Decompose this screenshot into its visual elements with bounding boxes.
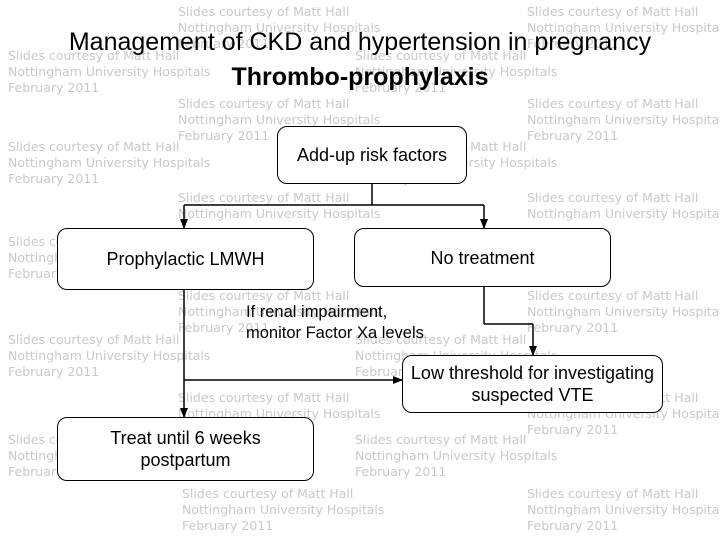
box-label: Low threshold for investigating suspecte… [410, 363, 655, 405]
watermark-line: Nottingham University Hospitals [8, 348, 211, 363]
box-no-treatment: No treatment [354, 228, 611, 287]
renal-impairment-note: If renal impairment, monitor Factor Xa l… [246, 302, 424, 344]
watermark-line: February 2011 [527, 518, 619, 533]
box-label: Treat until 6 weeks postpartum [110, 428, 261, 470]
watermark-line: Nottingham University Hospitals [8, 155, 211, 170]
watermark-line: February 2011 [355, 80, 447, 95]
watermark-line: February 2011 [178, 320, 270, 335]
watermark-line: Slides courtesy of Matt Hall [182, 486, 354, 501]
watermark-line: Nottingham University Hospitals [527, 304, 720, 319]
watermark-line: February 2011 [527, 128, 619, 143]
watermark-line: February 2011 [178, 36, 270, 51]
watermark-line: Nottingham University Hospitals [182, 502, 385, 517]
watermark-line: Slides courtesy of Matt Hall [8, 332, 180, 347]
watermark-line: Nottingham University Hospitals [527, 502, 720, 517]
watermark-line: February 2011 [527, 320, 619, 335]
watermark-line: Nottingham University Hospitals [178, 304, 381, 319]
watermark-line: Slides courtesy of Matt Hall [178, 288, 350, 303]
watermark-line: Nottingham University Hospitals [527, 112, 720, 127]
watermark-line: Nottingham University Hospitals [8, 64, 211, 79]
watermark-line: Slides courtesy of Matt Hall [527, 4, 699, 19]
box-label: Prophylactic LMWH [106, 249, 265, 269]
watermark-line: Nottingham University Hospitals [355, 64, 558, 79]
watermark: Slides courtesy of Matt Hall Nottingham … [182, 486, 384, 534]
watermark: Slides courtesy of Matt Hall Nottingham … [178, 4, 380, 52]
watermark-line: Slides courtesy of Matt Hall [355, 432, 527, 447]
watermark: Slides courtesy of Matt Hall Nottingham … [355, 48, 557, 96]
box-label: No treatment [430, 247, 535, 268]
box-low-threshold-vte: Low threshold for investigating suspecte… [402, 355, 663, 413]
watermark: Slides courtesy of Matt Hall Nottingham … [8, 139, 210, 187]
watermark-line: Slides courtesy of Matt Hall [527, 190, 699, 205]
slide-subtitle: Thrombo-prophylaxis [231, 63, 489, 91]
slide-title: Management of CKD and hypertension in pr… [68, 28, 652, 56]
watermark-line: February 2011 [8, 364, 100, 379]
watermark-line: February 2011 [527, 422, 619, 437]
watermark: Slides courtesy of Matt Hall Nottingham … [527, 486, 720, 534]
watermark-line: February 2011 [355, 464, 447, 479]
watermark-line: Slides courtesy of Matt Hall [527, 96, 699, 111]
box-add-up-risk-factors: Add-up risk factors [277, 126, 467, 184]
watermark-line: Slides courtesy of Matt Hall [178, 190, 350, 205]
watermark-line: Slides courtesy of Matt Hall [355, 48, 527, 63]
watermark-line: February 2011 [527, 36, 619, 51]
watermark: Slides courtesy of Matt Hall Nottingham … [8, 332, 210, 380]
watermark-line: February 2011 [8, 80, 100, 95]
watermark: Slides courtesy of Matt Hall Nottingham … [527, 288, 720, 336]
watermark: Slides courtesy of Matt Hall Nottingham … [527, 190, 720, 222]
watermark-line: Nottingham University Hospitals [178, 20, 381, 35]
watermark: Slides courtesy of Matt Hall Nottingham … [8, 48, 210, 96]
watermark-line: Nottingham University Hospitals [178, 206, 381, 221]
watermark: Slides courtesy of Matt Hall Nottingham … [178, 288, 380, 336]
box-treat-until-postpartum: Treat until 6 weeks postpartum [57, 417, 314, 481]
note-line: If renal impairment, [246, 303, 388, 321]
watermark: Slides courtesy of Matt Hall Nottingham … [178, 96, 380, 144]
watermark-line: Nottingham University Hospitals [527, 206, 720, 221]
box-prophylactic-lmwh: Prophylactic LMWH [57, 228, 314, 290]
watermark-line: Slides courtesy of Matt Hall [527, 288, 699, 303]
note-line: monitor Factor Xa levels [246, 324, 424, 342]
watermark: Slides courtesy of Matt Hall Nottingham … [178, 190, 380, 222]
watermark-line: Nottingham University Hospitals [527, 20, 720, 35]
watermark: Slides courtesy of Matt Hall Nottingham … [355, 432, 557, 480]
watermark-line: February 2011 [182, 518, 274, 533]
watermark-line: Nottingham University Hospitals [178, 112, 381, 127]
watermark-line: February 2011 [8, 171, 100, 186]
watermark-line: Slides courtesy of Matt Hall [178, 96, 350, 111]
watermark: Slides courtesy of Matt Hall Nottingham … [527, 4, 720, 52]
watermark-line: Slides courtesy of Matt Hall [8, 139, 180, 154]
watermark: Slides courtesy of Matt Hall Nottingham … [527, 96, 720, 144]
watermark-line: Slides courtesy of Matt Hall [8, 48, 180, 63]
watermark-line: Slides courtesy of Matt Hall [355, 332, 527, 347]
watermark-line: Slides courtesy of Matt Hall [178, 390, 350, 405]
watermark-line: February 2011 [178, 128, 270, 143]
watermark-line: Nottingham University Hospitals [355, 448, 558, 463]
box-label: Add-up risk factors [296, 145, 448, 165]
watermark-line: Slides courtesy of Matt Hall [527, 486, 699, 501]
watermark-line: Slides courtesy of Matt Hall [178, 4, 350, 19]
